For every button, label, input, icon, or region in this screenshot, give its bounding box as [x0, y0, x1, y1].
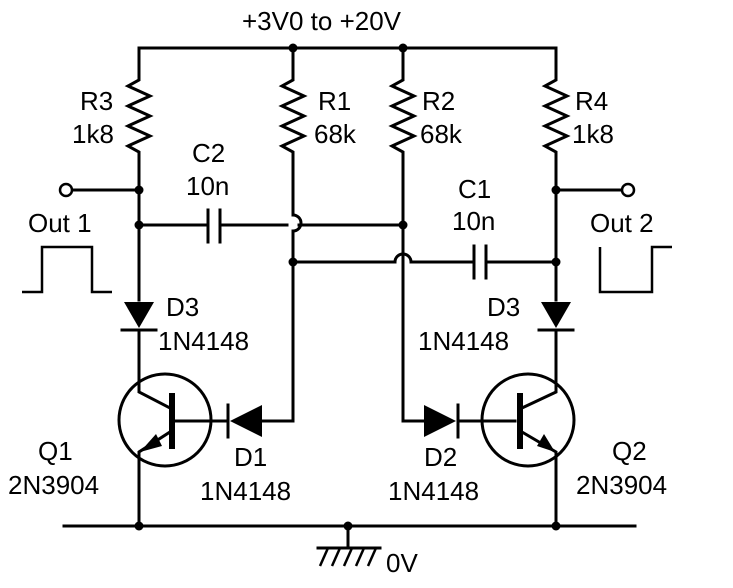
r4-value: 1k8 — [572, 119, 614, 149]
r1-value: 68k — [314, 119, 357, 149]
r4-ref: R4 — [575, 86, 608, 116]
capacitor-c1 — [291, 244, 558, 280]
out1-waveform-icon — [22, 245, 112, 294]
out2-label: Out 2 — [590, 208, 654, 238]
diode-d3-left — [120, 302, 158, 382]
r3-value: 1k8 — [72, 119, 114, 149]
r2-ref: R2 — [422, 86, 455, 116]
r1-ref: R1 — [318, 86, 351, 116]
c2-ref: C2 — [192, 138, 225, 168]
q2-ref: Q2 — [612, 436, 647, 466]
q2-part: 2N3904 — [576, 470, 667, 500]
ground-label: 0V — [386, 548, 418, 578]
out1-terminal — [58, 182, 74, 198]
d3-right-ref: D3 — [487, 292, 520, 322]
junction-ground-left — [134, 521, 144, 531]
transistor-q2 — [480, 372, 576, 528]
r2-value: 68k — [420, 119, 463, 149]
c1-ref: C1 — [458, 174, 491, 204]
supply-label: +3V0 to +20V — [242, 6, 402, 36]
c1-value: 10n — [452, 206, 495, 236]
d3-left-ref: D3 — [166, 292, 199, 322]
out2-terminal — [620, 182, 636, 198]
out1-label: Out 1 — [28, 208, 92, 238]
resistor-r2 — [388, 46, 418, 227]
transistor-q1 — [117, 372, 213, 528]
d3-right-part: 1N4148 — [418, 326, 509, 356]
diode-d2 — [401, 223, 517, 439]
diode-d3-right — [537, 302, 575, 382]
d3-left-part: 1N4148 — [158, 326, 249, 356]
junction-ground-right — [551, 521, 561, 531]
resistor-r4 — [541, 46, 571, 192]
q1-ref: Q1 — [38, 436, 73, 466]
d2-ref: D2 — [424, 442, 457, 472]
d1-ref: D1 — [234, 442, 267, 472]
junction-c1-right — [551, 257, 561, 267]
resistor-r3 — [124, 46, 154, 192]
r3-ref: R3 — [80, 86, 113, 116]
diode-d1 — [172, 260, 295, 439]
q1-part: 2N3904 — [8, 470, 99, 500]
c2-value: 10n — [186, 171, 229, 201]
resistor-r1 — [278, 46, 308, 264]
d2-part: 1N4148 — [388, 476, 479, 506]
d1-part: 1N4148 — [200, 476, 291, 506]
ground-icon — [316, 524, 382, 567]
out2-waveform-icon — [598, 245, 672, 294]
capacitor-c2 — [137, 208, 405, 244]
junction-c2-left — [134, 220, 144, 230]
